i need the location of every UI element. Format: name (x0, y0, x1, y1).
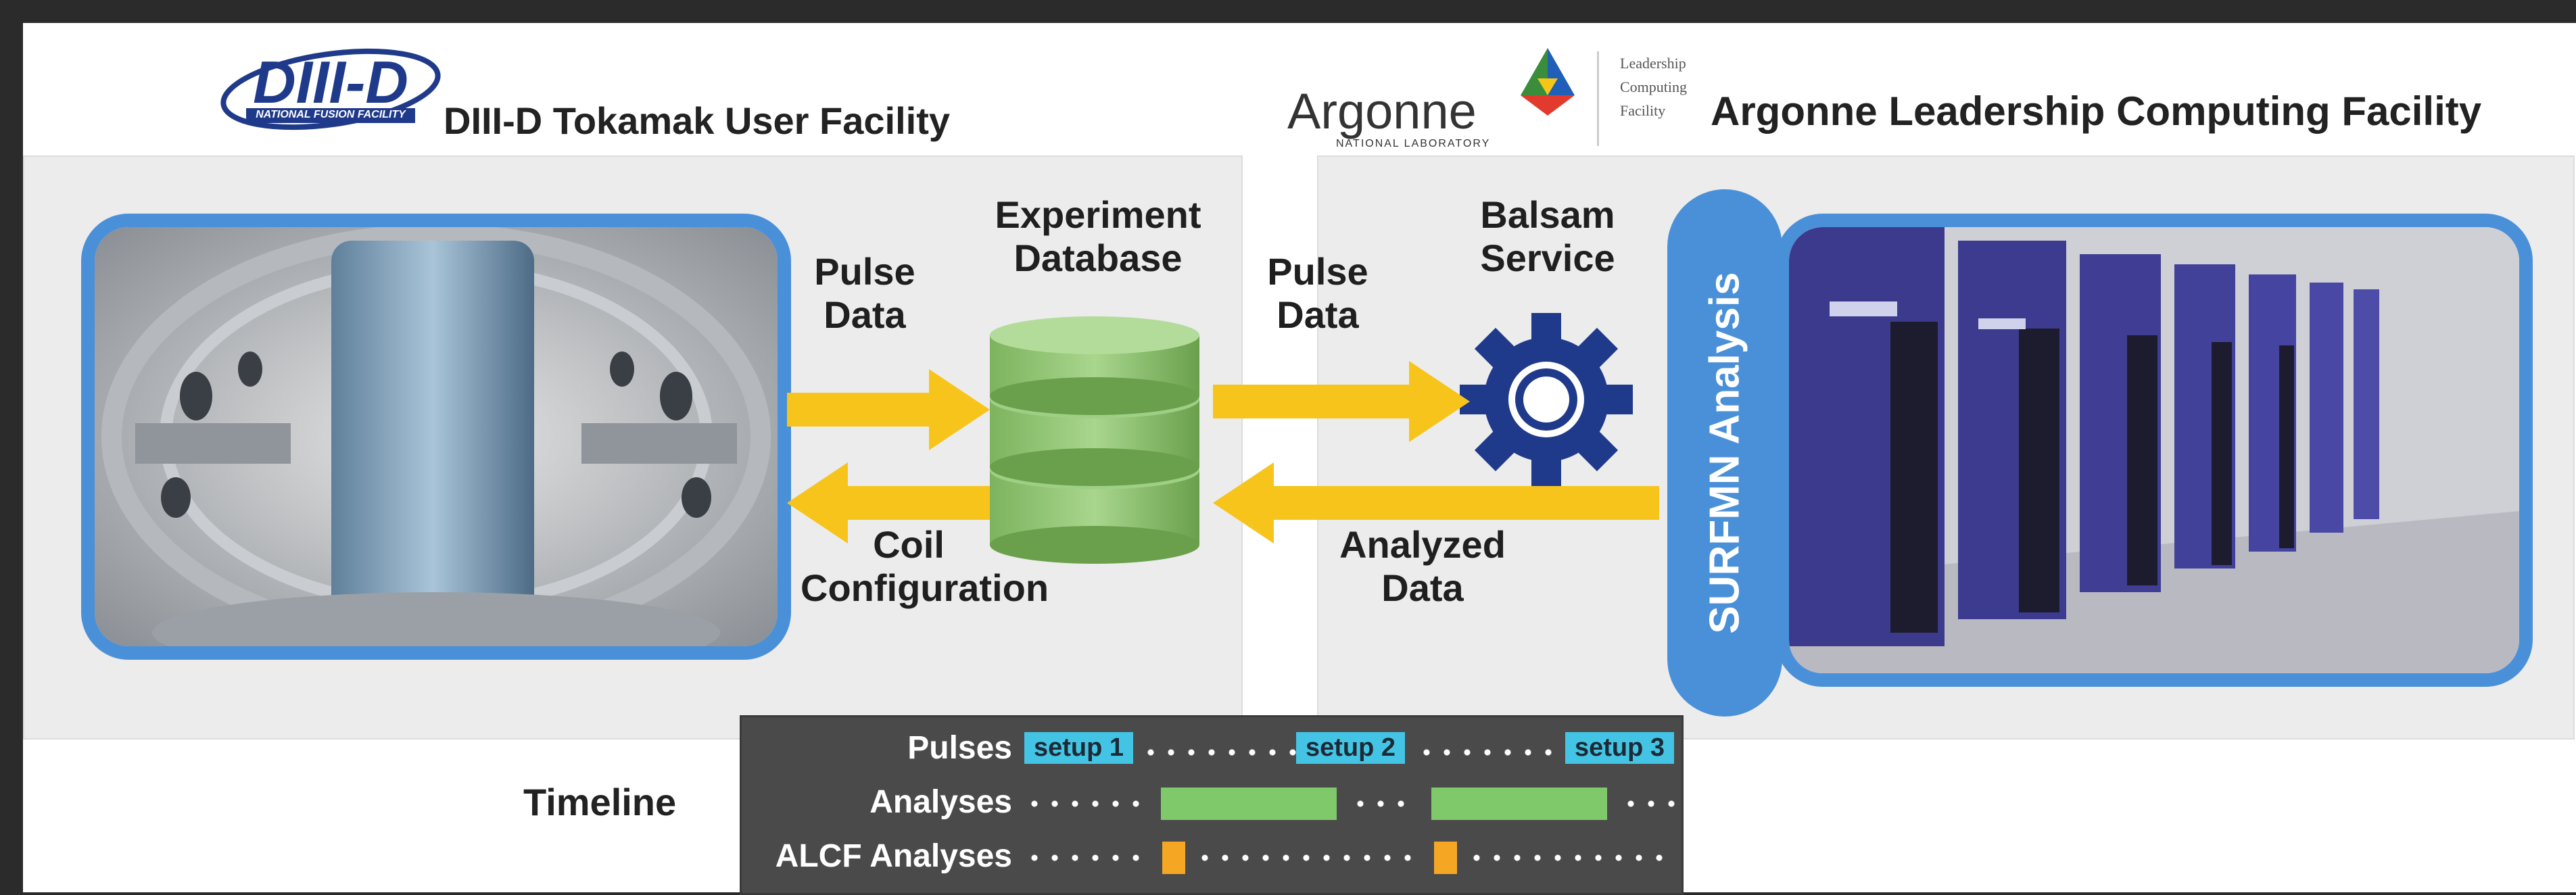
argonne-triangle-icon (1521, 48, 1575, 116)
lcf-side-text: Leadership Computing Facility (1620, 51, 1687, 123)
argonne-divider (1597, 51, 1599, 146)
setup-badge-2: setup 2 (1296, 732, 1406, 764)
pulse-dots-2 (1416, 748, 1585, 756)
lcf-side-text-3: Facility (1620, 102, 1666, 120)
analysis-dots-1 (1024, 800, 1146, 808)
diagram-canvas: DIII-D NATIONAL FUSION FACILITY DIII-D T… (23, 23, 2576, 895)
alcf-dots-1 (1024, 854, 1153, 862)
diii-d-logo: DIII-D NATIONAL FUSION FACILITY (219, 35, 442, 143)
gear-icon (1455, 308, 1638, 491)
database-icon (983, 315, 1206, 565)
diii-d-logo-subtext: NATIONAL FUSION FACILITY (256, 109, 406, 120)
alcf-marker-2 (1434, 842, 1457, 874)
timeline-label: Timeline (523, 781, 677, 823)
analysis-bar-1 (1161, 788, 1337, 820)
label-pulse-data-1: Pulse Data (814, 250, 915, 337)
timeline-row-alcf: ALCF Analyses (775, 838, 1012, 874)
alcf-dots-3 (1466, 854, 1676, 862)
analysis-dots-3 (1621, 800, 1675, 808)
timeline-row-pulses: Pulses (907, 730, 1012, 766)
surfmn-pill: SURFMN Analysis (1667, 189, 1782, 717)
tokamak-image (81, 214, 791, 660)
supercomputer-image (1775, 214, 2533, 687)
label-pulse-data-2: Pulse Data (1267, 250, 1368, 337)
balsam-label: Balsam Service (1480, 193, 1615, 280)
pulse-dots-1 (1141, 748, 1316, 756)
alcf-dots-2 (1195, 854, 1425, 862)
setup-badge-3: setup 3 (1565, 732, 1675, 764)
label-analyzed-data: Analyzed Data (1339, 523, 1506, 610)
alcf-marker-1 (1162, 842, 1185, 874)
timeline-row-analyses: Analyses (869, 784, 1012, 820)
analysis-bar-2 (1431, 788, 1607, 820)
arrow-pulse-data-to-database (787, 369, 990, 450)
lcf-side-text-1: Leadership (1620, 55, 1686, 72)
argonne-logo: Argonne NATIONAL LABORATORY (1287, 38, 1605, 153)
argonne-logo-subtext: NATIONAL LABORATORY (1336, 138, 1491, 149)
arrow-coil-config-to-tokamak (787, 462, 990, 543)
label-coil-config: Coil Configuration (801, 523, 1049, 610)
database-label: Experiment Database (995, 193, 1201, 280)
diii-d-title: DIII-D Tokamak User Facility (444, 99, 950, 142)
alcf-title: Argonne Leadership Computing Facility (1711, 89, 2482, 134)
argonne-logo-text: Argonne (1287, 83, 1477, 139)
arrow-analyzed-data-to-database (1213, 462, 1659, 543)
surfmn-label: SURFMN Analysis (1701, 272, 1748, 634)
svg-text:DIII-D: DIII-D (253, 49, 408, 116)
lcf-side-text-2: Computing (1620, 78, 1688, 96)
arrow-pulse-data-to-balsam (1213, 361, 1470, 442)
analysis-dots-2 (1350, 800, 1418, 808)
setup-badge-1: setup 1 (1024, 732, 1134, 764)
timeline-panel: Pulses setup 1 setup 2 setup 3 Analyses … (740, 715, 1684, 895)
